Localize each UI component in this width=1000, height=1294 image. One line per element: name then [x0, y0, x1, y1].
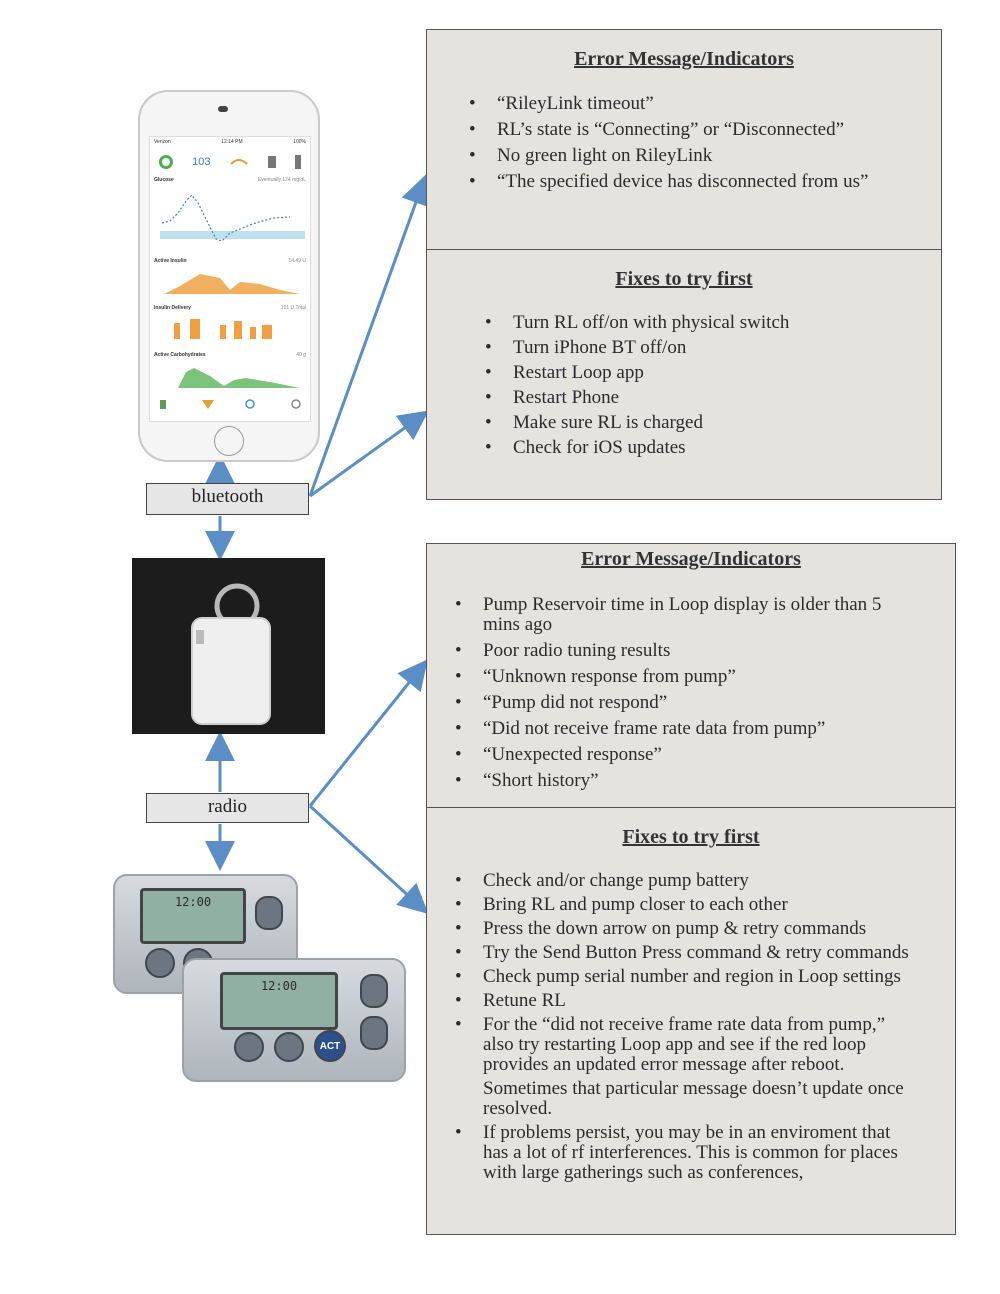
active-carbs-chart: [178, 368, 300, 388]
radio-error-title: Error Message/Indicators: [581, 548, 801, 570]
bluetooth-label: bluetooth: [146, 483, 309, 515]
carrier-text: Verizon: [154, 139, 171, 145]
loop-status-icon: [159, 155, 174, 169]
bt-fixes-box: Fixes to try first Turn RL off/on with p…: [426, 249, 942, 500]
list-item: Turn RL off/on with physical switch: [485, 313, 941, 334]
status-bar: Verizon 12:14 PM 100%: [150, 137, 310, 147]
bt-error-title: Error Message/Indicators: [574, 48, 794, 70]
phone-speaker: [218, 106, 228, 112]
list-item: No green light on RileyLink: [469, 146, 941, 167]
tab-bar: [160, 399, 301, 409]
insulin-delivery-chart: [174, 319, 272, 339]
glucose-value: 103: [192, 156, 211, 168]
list-item-text: For the “did not receive frame rate data…: [483, 1014, 885, 1075]
list-item: “Pump did not respond”: [455, 693, 905, 714]
radio-fixes-box: Fixes to try first Check and/or change p…: [426, 807, 956, 1235]
battery-text: 100%: [293, 139, 306, 145]
bt-error-list: “RileyLink timeout” RL’s state is “Conne…: [469, 94, 941, 193]
pump-image-front: 12:00 ACT: [182, 958, 406, 1082]
list-item: “RileyLink timeout”: [469, 94, 941, 115]
pump-act-button: ACT: [314, 1030, 346, 1062]
list-item: Pump Reservoir time in Loop display is o…: [455, 595, 905, 635]
list-item: Restart Loop app: [485, 363, 941, 384]
list-item: “Unknown response from pump”: [455, 667, 905, 688]
pump-round-button: [145, 948, 175, 978]
loop-header: 103: [150, 147, 310, 177]
active-insulin-chart: [164, 274, 300, 294]
list-item: Poor radio tuning results: [455, 641, 905, 662]
radio-fixes-list: Check and/or change pump battery Bring R…: [455, 871, 919, 1183]
home-button: [214, 426, 244, 456]
rileylink-device-icon: [191, 583, 271, 725]
list-item: Restart Phone: [485, 388, 941, 409]
time-text: 12:14 PM: [221, 139, 243, 145]
list-item: Press the down arrow on pump & retry com…: [455, 919, 919, 940]
list-item: Check pump serial number and region in L…: [455, 967, 919, 988]
list-item: “Unexpected response”: [455, 745, 905, 766]
trend-icon: [230, 159, 248, 165]
arrow-bt-to-fixes: [309, 410, 429, 498]
bt-error-box: Error Message/Indicators “RileyLink time…: [426, 29, 942, 251]
list-item: For the “did not receive frame rate data…: [455, 1014, 919, 1119]
radio-label: radio: [146, 793, 309, 823]
radio-error-list: Pump Reservoir time in Loop display is o…: [455, 595, 905, 792]
pump-arrow-button: [255, 896, 283, 930]
list-item: If problems persist, you may be in an en…: [455, 1123, 919, 1183]
pump-lcd: 12:00: [220, 972, 338, 1030]
list-item: Bring RL and pump closer to each other: [455, 895, 919, 916]
bt-fixes-list: Turn RL off/on with physical switch Turn…: [485, 313, 941, 459]
pump-round-button: [234, 1032, 264, 1062]
pump-up-arrow-button: [360, 974, 388, 1008]
bt-fixes-title: Fixes to try first: [615, 268, 753, 290]
radio-error-box: Error Message/Indicators Pump Reservoir …: [426, 543, 956, 809]
pump-down-arrow-button: [360, 1016, 388, 1050]
list-item: Check and/or change pump battery: [455, 871, 919, 892]
list-item: Check for iOS updates: [485, 438, 941, 459]
reservoir-icon: [267, 156, 276, 168]
battery-icon: [294, 155, 301, 169]
pump-round-button: [274, 1032, 304, 1062]
rileylink-image: [132, 558, 325, 734]
list-item: Try the Send Button Press command & retr…: [455, 943, 919, 964]
list-item: Make sure RL is charged: [485, 413, 941, 434]
list-item: “The specified device has disconnected f…: [469, 172, 941, 193]
pump-lcd: 12:00: [140, 888, 246, 944]
list-item: Turn iPhone BT off/on: [485, 338, 941, 359]
arrow-radio-to-fixes: [308, 804, 429, 915]
list-item: RL’s state is “Connecting” or “Disconnec…: [469, 120, 941, 141]
radio-fixes-title: Fixes to try first: [622, 826, 760, 848]
list-item: “Did not receive frame rate data from pu…: [455, 719, 905, 740]
arrow-radio-to-errors: [308, 659, 428, 807]
glucose-chart: [160, 194, 305, 242]
list-item: Retune RL: [455, 991, 919, 1012]
list-item: “Short history”: [455, 771, 905, 792]
list-item-note: Sometimes that particular message doesn’…: [483, 1078, 904, 1119]
arrow-bt-to-errors: [308, 174, 430, 497]
